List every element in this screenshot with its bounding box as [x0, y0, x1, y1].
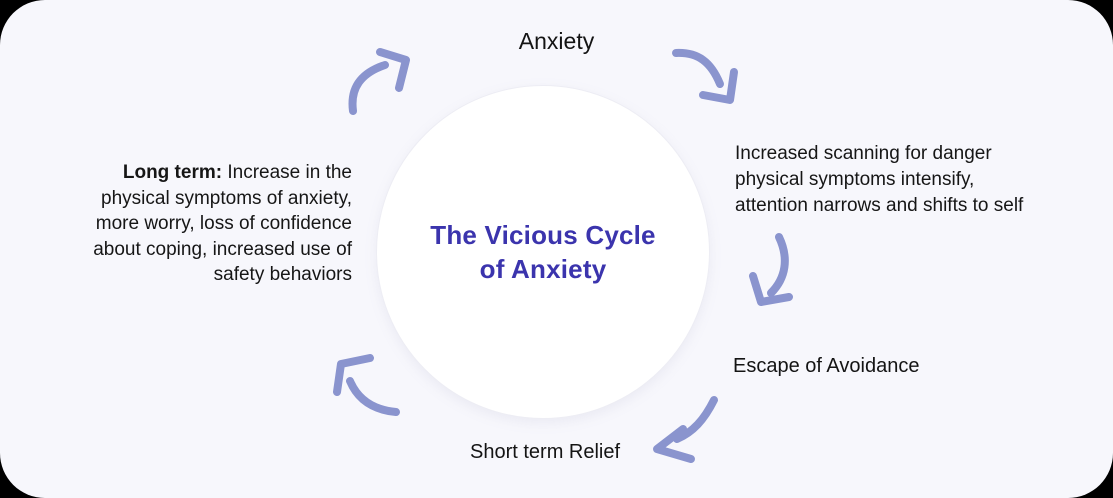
node-escape-of-avoidance: Escape of Avoidance	[733, 355, 920, 377]
arrow-long-term-to-anxiety-icon	[348, 48, 410, 115]
long-term-bold-label: Long term:	[122, 162, 223, 183]
arrow-scanning-to-escape-icon	[749, 233, 793, 306]
long-term-line2: physical symptoms of anxiety,	[101, 187, 352, 209]
arrow-anxiety-to-scanning-icon	[672, 48, 738, 104]
long-term-line5: safety behaviors	[213, 264, 352, 285]
node-anxiety: Anxiety	[518, 28, 595, 54]
long-term-line4: about coping, increased use of	[93, 238, 352, 260]
long-term-line1: Long term: Increase in the	[93, 160, 352, 186]
cycle-title-line1: The Vicious Cycle	[430, 220, 656, 250]
center-circle: The Vicious Cycle of Anxiety	[376, 85, 710, 419]
long-term-line3: more worry, loss of confidence	[95, 213, 352, 234]
cycle-title: The Vicious Cycle of Anxiety	[430, 218, 655, 286]
scanning-line1: Increased scanning for danger	[735, 143, 992, 164]
node-short-term-relief: Short term Relief	[470, 441, 621, 463]
scanning-line3: attention narrows and shifts to self	[735, 195, 1024, 216]
cycle-title-line2: of Anxiety	[479, 254, 607, 284]
arrow-short-term-to-long-term-icon	[333, 354, 400, 416]
node-long-term: Long term: Increase in the physical symp…	[93, 160, 352, 288]
node-scanning: Increased scanning for danger physical s…	[735, 141, 1023, 219]
scanning-line2: physical symptoms intensify,	[735, 169, 975, 190]
arrow-escape-to-short-term-icon	[653, 396, 718, 463]
long-term-line1-rest: Increase in the	[222, 162, 352, 183]
